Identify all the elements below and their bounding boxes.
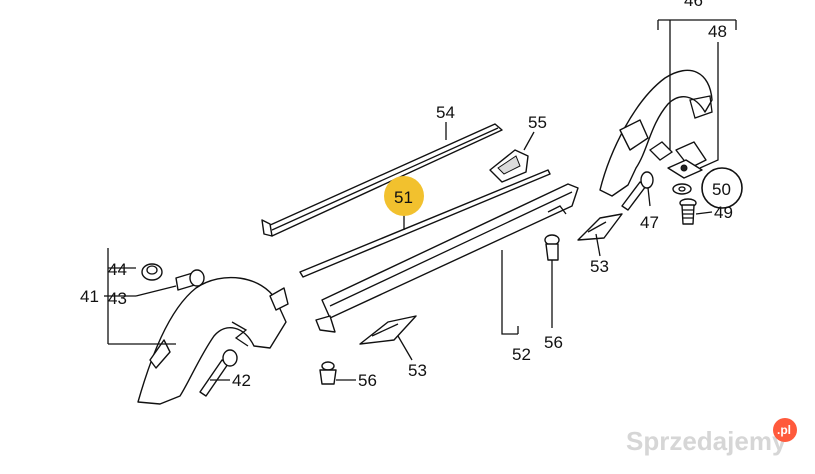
- wheel-arch-liner-front: [137, 276, 289, 405]
- callout-46: 46: [684, 0, 703, 10]
- rear-bracket-nut: [667, 159, 703, 179]
- callout-56-right: 56: [544, 333, 563, 352]
- leader-lines: [104, 19, 737, 381]
- watermark-badge-text: .pl: [777, 423, 791, 437]
- highlight-circle-51: [384, 176, 424, 216]
- fastener-56-left: [319, 361, 337, 385]
- wheel-arch-liner-rear: [599, 69, 713, 197]
- callout-44: 44: [108, 260, 127, 279]
- callout-43: 43: [108, 289, 127, 308]
- fastener-56-right: [544, 234, 560, 261]
- clip-53-left: [359, 315, 417, 345]
- washer-50: [672, 183, 692, 195]
- callout-56-left: 56: [358, 371, 377, 390]
- clip-55: [489, 149, 529, 183]
- clip-53-right: [577, 213, 623, 241]
- callout-53-right: 53: [590, 257, 609, 276]
- callout-50: 50: [712, 180, 731, 199]
- watermark-text: Sprzedajemy: [626, 426, 787, 456]
- rear-screw-47: [621, 171, 654, 211]
- callout-54: 54: [436, 103, 455, 122]
- nut-44: [141, 263, 163, 281]
- screw-42: [199, 349, 238, 397]
- callout-47: 47: [640, 213, 659, 232]
- ring-50: [701, 167, 743, 209]
- callout-53-left: 53: [408, 361, 427, 380]
- callout-55: 55: [528, 113, 547, 132]
- callout-48: 48: [708, 22, 727, 41]
- watermark-badge-icon: [773, 418, 797, 442]
- watermark: Sprzedajemy .pl: [626, 418, 797, 456]
- sill-panel-52: [315, 183, 579, 333]
- callout-41: 41: [80, 287, 99, 306]
- callout-51: 51: [394, 188, 413, 207]
- screw-49: [679, 198, 697, 225]
- bolt-43: [175, 269, 205, 291]
- callout-42: 42: [232, 371, 251, 390]
- trim-strip-54: [261, 123, 503, 237]
- callout-49: 49: [714, 203, 733, 222]
- callout-52: 52: [512, 345, 531, 364]
- trim-strip-51: [299, 169, 551, 278]
